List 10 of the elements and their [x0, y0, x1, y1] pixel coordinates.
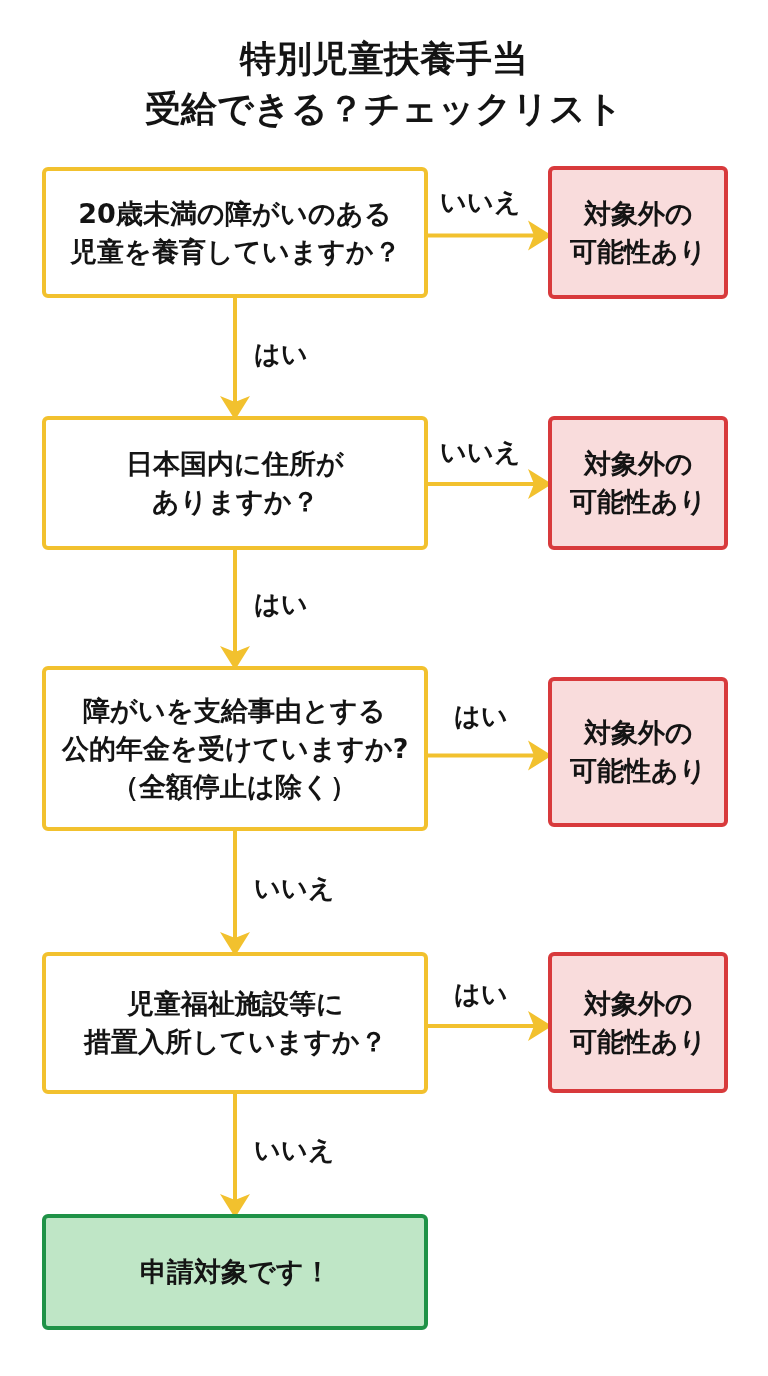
question-box: 日本国内に住所がありますか？ [42, 416, 428, 550]
result-box: 対象外の可能性あり [548, 166, 728, 299]
question-box: 20歳未満の障がいのある児童を養育していますか？ [42, 167, 428, 298]
question-box: 障がいを支給事由とする公的年金を受けていますか?（全額停止は除く） [42, 666, 428, 831]
result-box: 申請対象です！ [42, 1214, 428, 1330]
result-box: 対象外の可能性あり [548, 416, 728, 550]
question-box: 児童福祉施設等に措置入所していますか？ [42, 952, 428, 1094]
result-box: 対象外の可能性あり [548, 952, 728, 1093]
title: 特別児童扶養手当受給できる？チェックリスト [144, 37, 624, 131]
result-box: 対象外の可能性あり [548, 677, 728, 827]
